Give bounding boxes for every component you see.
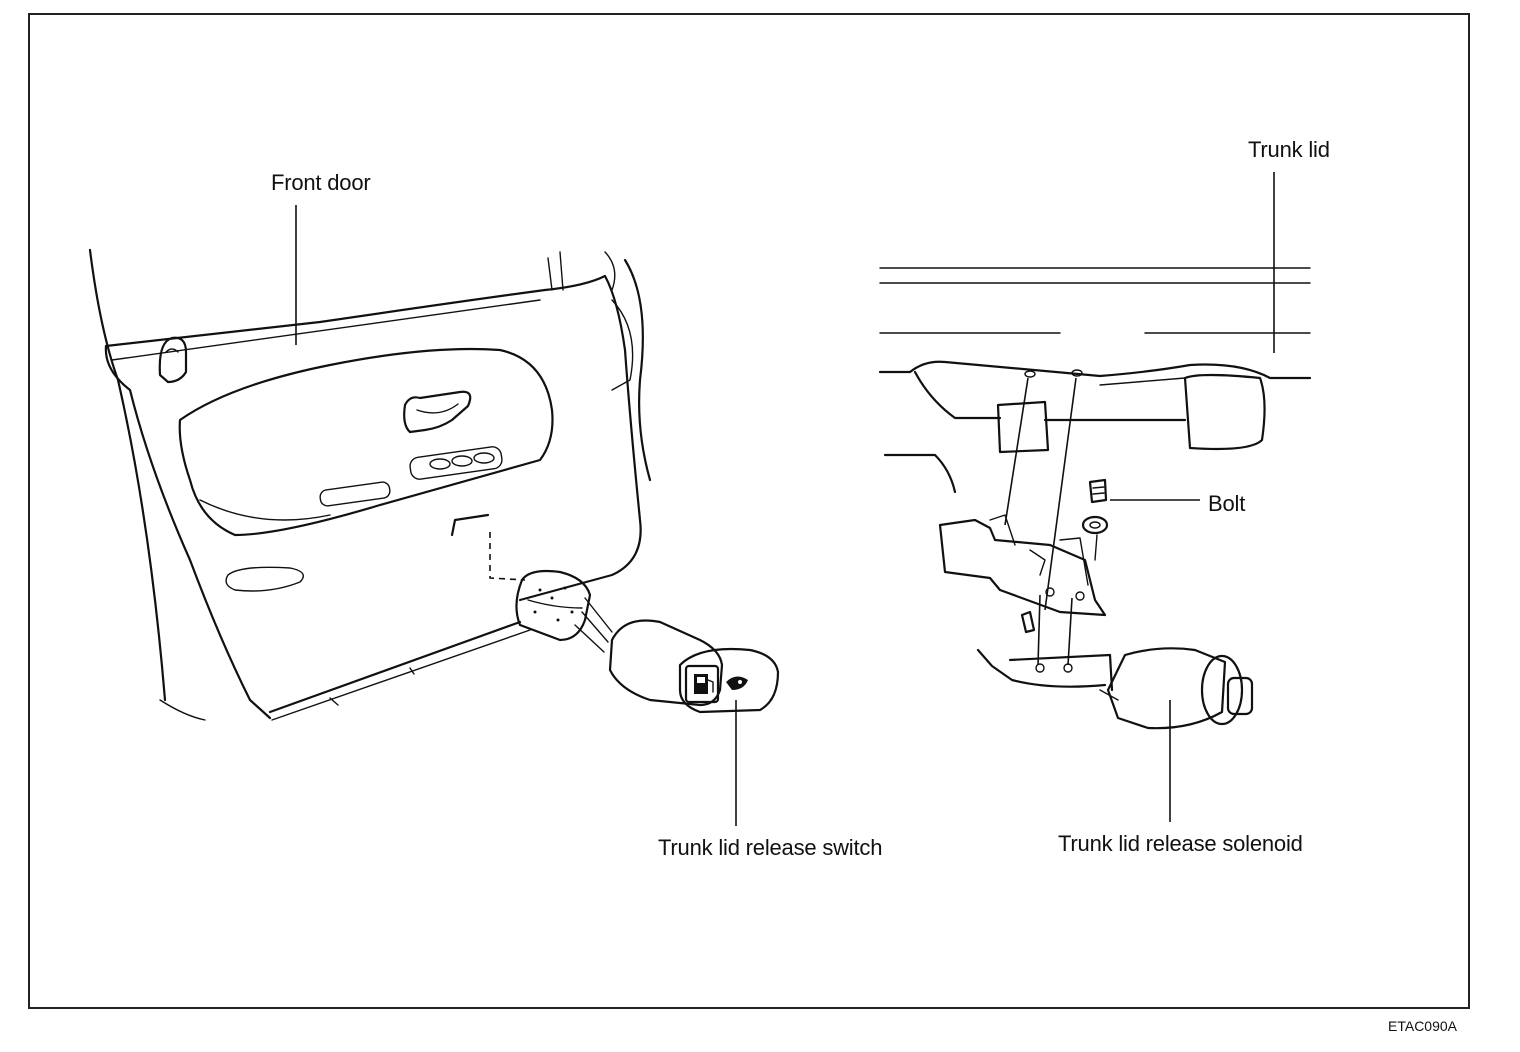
trunk-lid-release-solenoid	[1099, 647, 1254, 730]
diagram-frame	[28, 13, 1470, 1009]
trunk-lid-label: Trunk lid	[1248, 137, 1330, 162]
front-door-drawing	[88, 248, 652, 721]
bolt-part	[1081, 478, 1109, 561]
trunk-icon	[726, 676, 748, 690]
fuel-door-icon	[694, 674, 714, 694]
figure-code: ETAC090A	[1388, 1018, 1457, 1034]
release-switch-label: Trunk lid release switch	[658, 835, 883, 860]
bolt-label: Bolt	[1208, 491, 1246, 516]
trunk-lid-drawing	[878, 267, 1312, 692]
release-solenoid-label: Trunk lid release solenoid	[1058, 831, 1303, 856]
front-door-label: Front door	[271, 170, 371, 195]
trunk-lid-release-switch	[608, 619, 780, 714]
